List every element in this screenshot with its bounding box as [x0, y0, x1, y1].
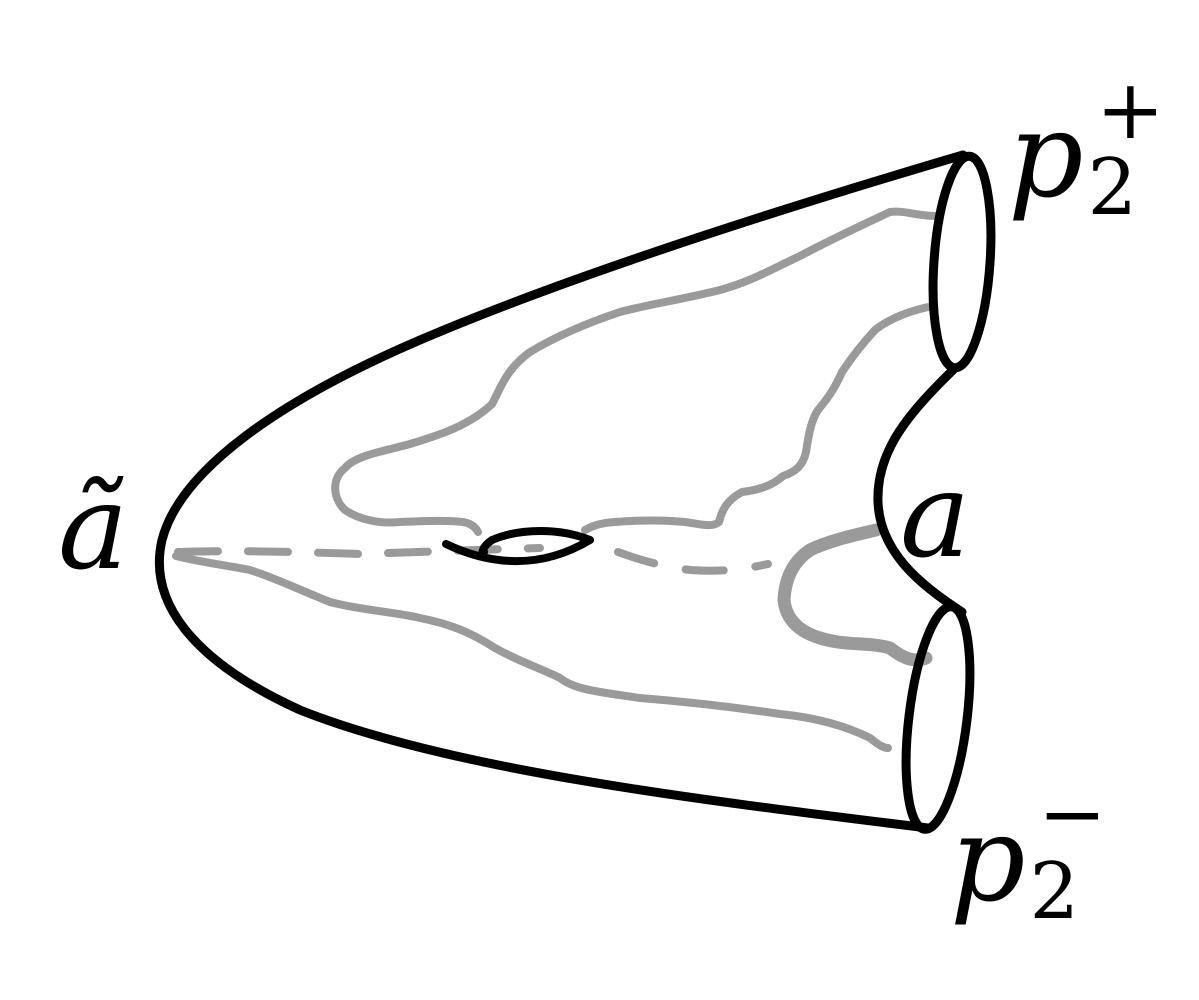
label-p2-minus: p2 −: [950, 767, 1107, 937]
thick-gray-curve: [777, 523, 933, 667]
top-boundary-ring: [928, 151, 996, 373]
neck-contour: [873, 363, 967, 617]
label-a: a: [900, 446, 971, 584]
dashed-gray-curve-right: [614, 548, 772, 575]
outer-contour: [154, 150, 968, 833]
label-p2-plus: p2 +: [1008, 63, 1165, 233]
middle-gray-curve: [581, 302, 937, 534]
label-a-tilde: ã: [58, 458, 129, 596]
lower-gray-curve: [172, 552, 892, 752]
interior-loop: [442, 527, 594, 566]
upper-gray-curve: [331, 207, 941, 536]
